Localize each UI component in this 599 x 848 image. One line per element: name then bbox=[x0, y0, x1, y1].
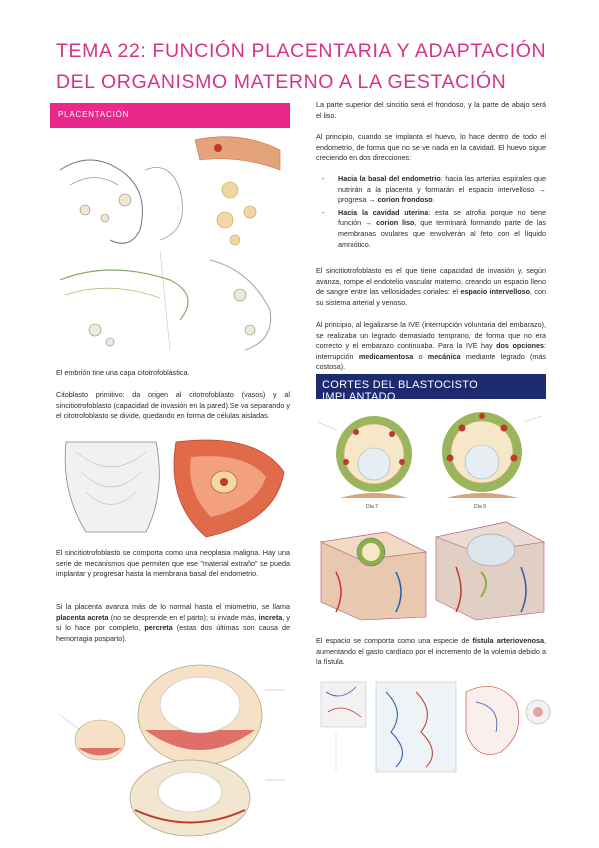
ive-text-g: mediante legrado (más costosa). bbox=[316, 351, 546, 372]
uterus-sections-svg bbox=[64, 439, 285, 538]
placental-blocks-svg bbox=[319, 521, 545, 621]
fistula-bold: fístula arteriovenosa bbox=[472, 636, 545, 645]
ive-text-e: o bbox=[413, 351, 428, 361]
paragraph-citoblasto: Citoblasto primitivo: da origen al citot… bbox=[56, 390, 290, 421]
cavidad-text: : esta se atrofia porque no tiene funció… bbox=[338, 207, 546, 228]
cavidad-end: , que terminará formando parte de las me… bbox=[338, 218, 547, 249]
increta-text-bold: increta bbox=[258, 612, 283, 622]
intervelloso-text-a: El sincitiotrofoblasto es el que tiene c… bbox=[316, 266, 546, 297]
corion-frondoso-bold: corion frondoso bbox=[377, 195, 433, 205]
title-line-1: TEMA 22: FUNCIÓN PLACENTARIA Y ADAPTACIÓ… bbox=[56, 40, 547, 62]
ive-mecanica-bold: mecánica bbox=[427, 351, 461, 361]
implantation-sketch-svg bbox=[59, 136, 281, 351]
intervelloso-text-c: , con su sistema arterial y venoso. bbox=[316, 287, 546, 307]
acreta-text-c: (no se desprende en el parto); si invade… bbox=[108, 612, 259, 622]
ive-text-a: Al principio, al legalizarse la IVE (int… bbox=[316, 320, 546, 351]
basal-text: : hacia las arterias espirales que nutri… bbox=[338, 174, 546, 205]
ive-opciones-bold: dos opciones bbox=[496, 341, 544, 351]
paragraph-ive: Al principio, al legalizarse la IVE (int… bbox=[316, 320, 546, 373]
acreta-text-g: (estas dos últimas son causa de hemorrag… bbox=[56, 623, 291, 643]
acreta-text-e: , y si lo hace por completo, bbox=[56, 612, 290, 633]
section-header-placentacion: PLACENTACIÓN bbox=[50, 103, 290, 128]
acreta-text-a: Si la placenta avanza más de lo normal h… bbox=[56, 602, 290, 611]
paragraph-espacio-intervelloso: El sincitiotrofoblasto es el que tiene c… bbox=[316, 266, 546, 308]
percreta-text-bold: percreta bbox=[144, 623, 173, 633]
paragraph-fistula: El espacio se comporta como una especie … bbox=[316, 636, 546, 668]
fistula-text-a: El espacio se comporta como una especie … bbox=[316, 636, 473, 645]
paragraph-sincitiotrofoblasto: El sincitiotrofoblasto se comporta como … bbox=[56, 548, 290, 579]
ive-medicamentosa-bold: medicamentosa bbox=[358, 351, 414, 361]
figure-uterus-sections bbox=[56, 432, 290, 542]
basal-bold: Hacia la basal del endometrio bbox=[338, 174, 441, 183]
figure-chorionic-villi bbox=[316, 672, 558, 782]
paragraph-placenta-acreta: Si la placenta avanza más de lo normal h… bbox=[56, 602, 290, 644]
corion-liso-bold: corion liso bbox=[376, 218, 415, 228]
intervelloso-bold: espacio intervelloso bbox=[460, 287, 530, 297]
acreta-text-bold: placenta acreta bbox=[56, 612, 109, 622]
caption-dia-7: Día 7 bbox=[366, 504, 378, 510]
list-item-basal: Hacia la basal del endometrio: hacia las… bbox=[316, 174, 546, 206]
title-line-2: DEL ORGANISMO MATERNO A LA GESTACIÓN bbox=[56, 71, 507, 93]
paragraph-frondoso-liso: La parte superior del sincitio será el f… bbox=[316, 100, 546, 120]
cavidad-bold: Hacia la cavidad uterina bbox=[338, 207, 429, 217]
figure-implantation-sketches bbox=[50, 130, 290, 360]
figure-placental-blocks bbox=[316, 512, 546, 622]
figure-blastocyst-implanted: Día 7 Día 9 bbox=[316, 402, 546, 510]
section-header-cortes: CORTES DEL BLASTOCISTO IMPLANTADO bbox=[316, 374, 546, 403]
embryo-development-svg bbox=[59, 664, 285, 837]
fistula-text-c: , aumentando el gasto cardíaco por el in… bbox=[316, 636, 547, 667]
chorionic-villi-svg bbox=[320, 681, 551, 773]
paragraph-embrion: El embrión tine una capa citotrofoblásti… bbox=[56, 368, 190, 377]
page-title: TEMA 22: FUNCIÓN PLACENTARIA Y ADAPTACIÓ… bbox=[56, 36, 556, 98]
caption-dia-9: Día 9 bbox=[474, 504, 486, 510]
blastocyst-implanted-svg: Día 7 Día 9 bbox=[317, 412, 543, 510]
list-directions: Hacia la basal del endometrio: hacia las… bbox=[316, 174, 546, 252]
ive-text-c: : interrupción bbox=[316, 341, 546, 361]
list-item-cavidad: Hacia la cavidad uterina: esta se atrofi… bbox=[316, 208, 546, 250]
paragraph-implantacion: Al principio, cuando se implanta el huev… bbox=[316, 132, 546, 163]
figure-embryo-development bbox=[50, 660, 290, 840]
basal-end: . bbox=[432, 195, 435, 205]
